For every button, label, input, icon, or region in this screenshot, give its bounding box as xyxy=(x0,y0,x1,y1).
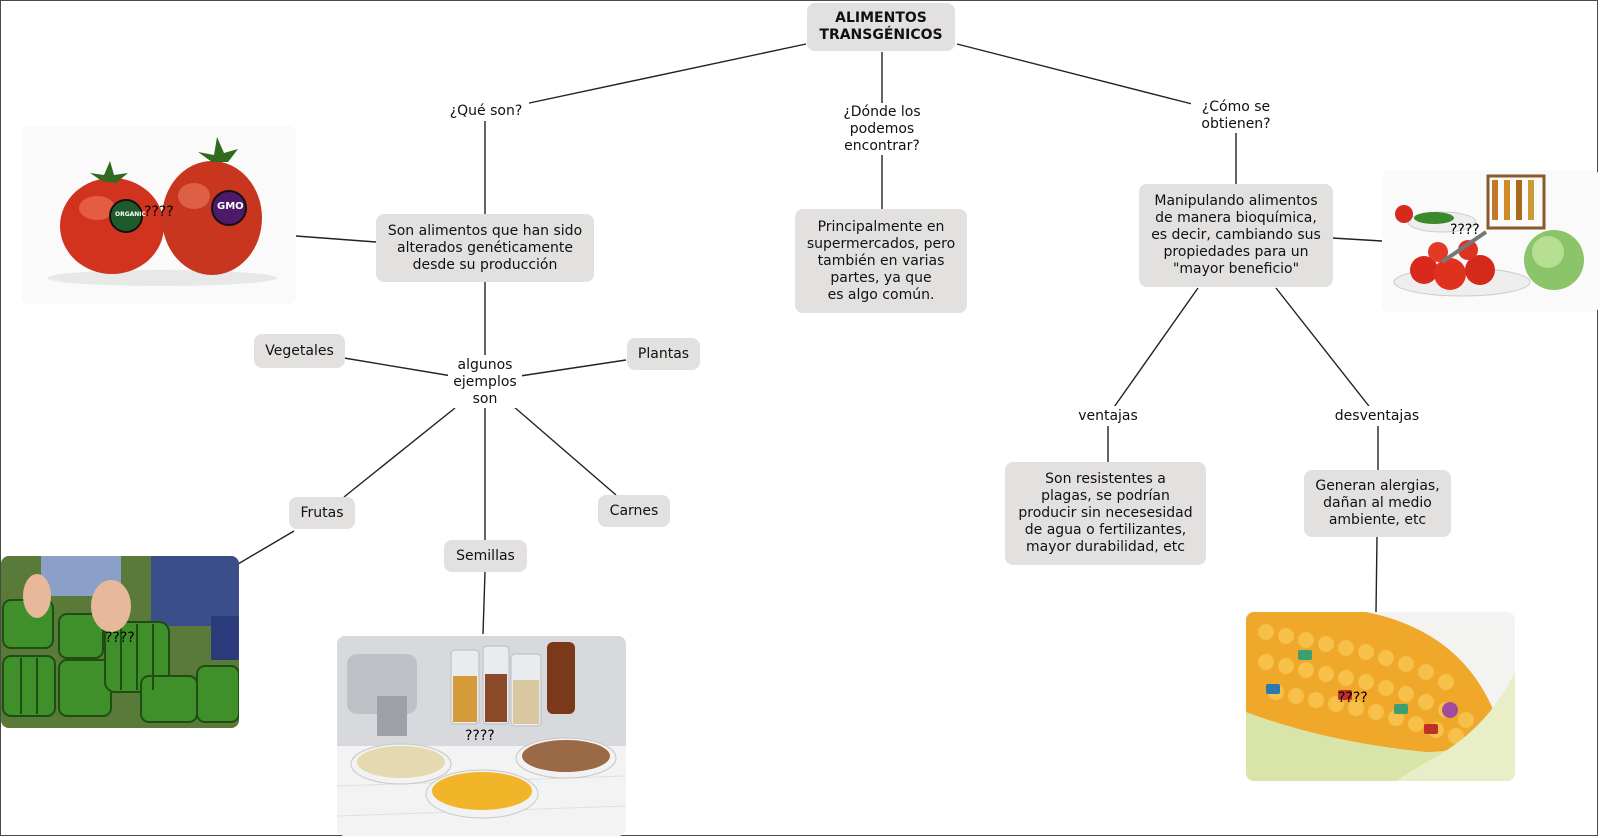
lab-image-label: ???? xyxy=(1450,222,1480,238)
phrase-que-son: ¿Qué son? xyxy=(443,101,529,121)
lab-vegetables-image: ???? xyxy=(1382,170,1600,312)
concept-vegetales[interactable]: Vegetales xyxy=(254,334,345,368)
phrase-ejemplos: algunos ejemplos son xyxy=(448,356,522,408)
link-ej-carnes xyxy=(512,405,617,496)
watermelon-image-label: ???? xyxy=(105,630,135,646)
tomato-icon xyxy=(47,137,277,286)
phrase-como: ¿Cómo se obtienen? xyxy=(1191,98,1281,133)
tomatoes-image-label: ???? xyxy=(144,204,174,220)
link-como-labimg xyxy=(1331,237,1383,242)
link-desv-cornimg xyxy=(1375,536,1378,613)
concept-desventajas[interactable]: Generan alergias, dañan al medio ambient… xyxy=(1304,470,1451,537)
concept-plantas[interactable]: Plantas xyxy=(627,338,700,370)
link-ej-plantas xyxy=(519,359,627,377)
seeds-image: ???? xyxy=(337,636,626,836)
concept-semillas[interactable]: Semillas xyxy=(444,540,527,572)
organic-sticker-label: ORGANIC xyxy=(115,211,146,218)
link-como-ventajas xyxy=(1111,287,1199,411)
corn-image: ???? xyxy=(1246,612,1515,781)
main-topic-node[interactable]: ALIMENTOS TRANSGÉNICOS xyxy=(807,3,955,51)
link-frutas-img xyxy=(237,530,295,565)
corn-icon xyxy=(1246,612,1515,781)
gmo-sticker-label: GMO xyxy=(217,201,244,212)
watermelon-image: ???? xyxy=(1,556,239,728)
link-title-queson xyxy=(519,43,807,106)
link-semillas-img xyxy=(482,571,486,635)
watermelon-icon xyxy=(1,556,239,728)
concept-ventajas[interactable]: Son resistentes a plagas, se podrían pro… xyxy=(1005,462,1206,565)
tomatoes-image: ORGANIC GMO ???? xyxy=(22,126,296,304)
concept-como[interactable]: Manipulando alimentos de manera bioquími… xyxy=(1139,184,1333,287)
phrase-desventajas: desventajas xyxy=(1328,406,1426,426)
concept-donde[interactable]: Principalmente en supermercados, pero ta… xyxy=(795,209,967,313)
link-ej-frutas xyxy=(343,407,456,498)
concept-frutas[interactable]: Frutas xyxy=(289,497,355,529)
phrase-ventajas: ventajas xyxy=(1070,406,1146,426)
concept-carnes[interactable]: Carnes xyxy=(598,495,670,527)
link-ej-vegetales xyxy=(343,357,453,377)
link-def-tomatoimg xyxy=(295,235,377,243)
phrase-donde: ¿Dónde los podemos encontrar? xyxy=(832,103,932,155)
concept-definicion[interactable]: Son alimentos que han sido alterados gen… xyxy=(376,214,594,282)
link-como-desventajas xyxy=(1275,287,1373,411)
link-title-como xyxy=(956,43,1197,106)
syringe-icon xyxy=(1393,174,1584,297)
seeds-image-label: ???? xyxy=(465,728,495,744)
corn-image-label: ???? xyxy=(1338,690,1368,706)
petri-dish-icon xyxy=(337,636,626,836)
